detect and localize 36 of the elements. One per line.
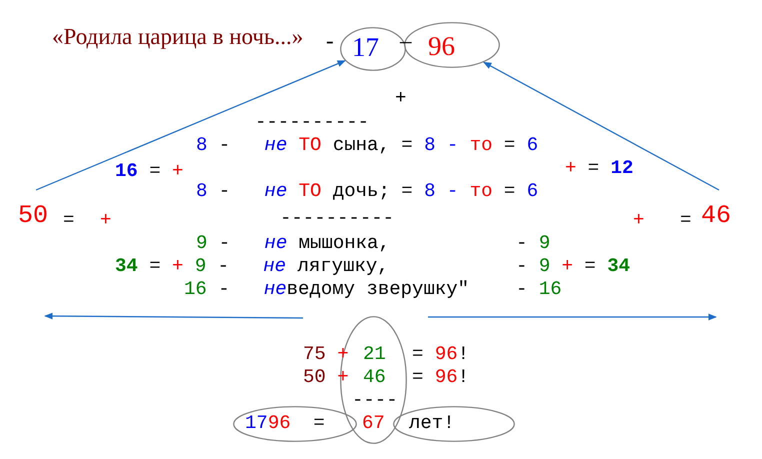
- number: 67: [362, 413, 385, 434]
- dash-sign: –: [400, 28, 412, 54]
- dash-rule: ----: [352, 390, 398, 411]
- number: 21: [363, 344, 386, 365]
- equation-text: 8 - не ТО дочь; = 8 - то = 6: [196, 181, 538, 202]
- equation-text: - 16: [516, 279, 562, 300]
- equation-text: = 96!: [412, 344, 470, 365]
- dash-rule: ----------: [255, 112, 370, 133]
- arrow: [36, 60, 346, 191]
- quote-text: «Родила царица в ночь...»: [52, 24, 304, 50]
- word-text: лет!: [409, 413, 455, 434]
- plus-sign: +: [100, 210, 112, 231]
- arrow: [483, 62, 720, 191]
- equation-text: 1796 =: [245, 413, 325, 434]
- minus-sign: -: [326, 28, 334, 54]
- number: 46: [363, 367, 386, 388]
- dash-rule: ----------: [280, 208, 394, 229]
- equation-text: + = 12: [565, 158, 634, 179]
- equation-text: 50 +: [303, 367, 349, 388]
- number: 17: [352, 33, 379, 63]
- number: 96: [428, 32, 455, 62]
- number: 46: [701, 202, 732, 230]
- number: 50: [18, 202, 48, 230]
- plus-sign: +: [395, 88, 406, 109]
- plus-sign: +: [633, 210, 644, 231]
- equation-text: 34 = + 9 - не лягушку,: [115, 256, 389, 277]
- equation-text: - 9: [516, 233, 550, 254]
- equation-text: 8 - не ТО сына, = 8 - то = 6: [196, 135, 538, 156]
- equals-sign: =: [63, 210, 74, 231]
- equation-text: = 96!: [412, 367, 470, 388]
- equation-text: 16 - неведому зверушку": [184, 279, 470, 300]
- equation-text: 9 - не мышонка,: [196, 233, 390, 254]
- equation-text: 75 +: [303, 344, 349, 365]
- equation-text: - 9 + = 34: [516, 256, 630, 277]
- equals-sign: =: [680, 210, 692, 231]
- equation-text: 16 = +: [115, 161, 184, 182]
